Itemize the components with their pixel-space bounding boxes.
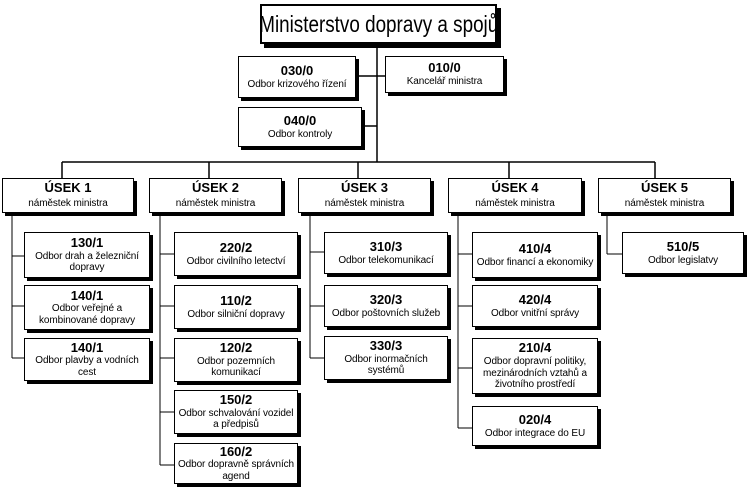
section-sub: náměstek ministra bbox=[324, 198, 405, 210]
unit-box-110-2: 110/2 Odbor silniční dopravy bbox=[174, 285, 298, 329]
unit-box-040-0: 040/0 Odbor kontroly bbox=[238, 107, 362, 147]
unit-box-220-2: 220/2 Odbor civilního letectví bbox=[174, 232, 298, 276]
unit-code: 140/1 bbox=[70, 287, 104, 303]
unit-code: 220/2 bbox=[219, 239, 253, 255]
unit-code: 110/2 bbox=[220, 292, 252, 308]
unit-name: Odbor drah a železniční dopravy bbox=[35, 250, 139, 274]
unit-name: Odbor telekomunikací bbox=[338, 254, 434, 266]
section-box-3: ÚSEK 3 náměstek ministra bbox=[298, 178, 431, 213]
section-box-4: ÚSEK 4 náměstek ministra bbox=[448, 178, 582, 213]
section-box-2: ÚSEK 2 náměstek ministra bbox=[149, 178, 282, 213]
section-box-5: ÚSEK 5 náměstek ministra bbox=[598, 178, 731, 213]
unit-box-020-4: 020/4 Odbor integrace do EU bbox=[472, 406, 598, 446]
unit-code: 010/0 bbox=[428, 60, 461, 76]
section-box-1: ÚSEK 1 náměstek ministra bbox=[2, 178, 134, 213]
unit-box-030-0: 030/0 Odbor krizového řízení bbox=[238, 56, 356, 98]
unit-name: Odbor financí a ekonomiky bbox=[476, 256, 594, 268]
unit-code: 040/0 bbox=[283, 112, 317, 128]
unit-box-120-2: 120/2 Odbor pozemních komunikací bbox=[174, 338, 298, 382]
unit-box-410-4: 410/4 Odbor financí a ekonomiky bbox=[472, 232, 598, 278]
section-sub: náměstek ministra bbox=[28, 198, 108, 210]
unit-name: Odbor plavby a vodních cest bbox=[35, 355, 139, 378]
unit-code: 030/0 bbox=[280, 62, 314, 78]
unit-name: Odbor krizového řízení bbox=[247, 78, 347, 90]
unit-code: 150/2 bbox=[219, 392, 253, 408]
unit-box-320-3: 320/3 Odbor poštovních služeb bbox=[324, 285, 448, 327]
unit-name: Odbor integrace do EU bbox=[484, 427, 586, 439]
unit-box-310-3: 310/3 Odbor telekomunikací bbox=[324, 232, 448, 274]
unit-code: 310/3 bbox=[369, 238, 403, 254]
unit-code: 120/2 bbox=[219, 340, 253, 356]
unit-box-420-4: 420/4 Odbor vnitřní správy bbox=[472, 285, 598, 327]
unit-box-010-0: 010/0 Kancelář ministra bbox=[385, 56, 504, 93]
unit-code: 130/1 bbox=[70, 235, 104, 251]
unit-name: Odbor pozemních komunikací bbox=[197, 355, 275, 379]
unit-code: 410/4 bbox=[518, 240, 552, 256]
unit-name: Odbor kontroly bbox=[267, 128, 333, 140]
unit-name: Odbor legislatvy bbox=[647, 254, 719, 266]
unit-name: Odbor poštovních služeb bbox=[331, 307, 441, 319]
unit-name: Odbor inormačních systémů bbox=[344, 353, 428, 377]
unit-box-160-2: 160/2 Odbor dopravně správních agend bbox=[174, 443, 298, 484]
section-sub: náměstek ministra bbox=[175, 198, 256, 210]
section-sub: náměstek ministra bbox=[624, 198, 705, 210]
unit-box-510-5: 510/5 Odbor legislatvy bbox=[622, 232, 744, 274]
section-label: ÚSEK 2 bbox=[192, 180, 239, 196]
unit-code: 420/4 bbox=[518, 291, 552, 307]
section-label: ÚSEK 3 bbox=[341, 180, 388, 196]
unit-code: 160/2 bbox=[219, 443, 253, 459]
unit-name: Odbor schvalování vozidel a předpisů bbox=[178, 407, 294, 431]
section-sub: náměstek ministra bbox=[475, 198, 555, 210]
unit-code: 510/5 bbox=[666, 238, 700, 254]
unit-code: 210/4 bbox=[518, 340, 552, 356]
unit-name: Odbor silniční dopravy bbox=[187, 308, 285, 320]
unit-name: Odbor civilního letectví bbox=[186, 255, 286, 267]
unit-name: Odbor vnitřní správy bbox=[490, 307, 580, 319]
unit-box-210-4: 210/4 Odbor dopravní politiky, mezinárod… bbox=[472, 338, 598, 394]
unit-box-140-1-b: 140/1 Odbor plavby a vodních cest bbox=[24, 338, 150, 381]
section-label: ÚSEK 5 bbox=[641, 180, 688, 196]
unit-name: Odbor dopravně správních agend bbox=[177, 459, 294, 482]
unit-name: Odbor dopravní politiky, mezinárodních v… bbox=[483, 356, 587, 391]
section-label: ÚSEK 4 bbox=[491, 180, 539, 196]
unit-code: 020/4 bbox=[518, 411, 552, 427]
unit-code: 330/3 bbox=[369, 338, 403, 354]
unit-name: Kancelář ministra bbox=[406, 76, 483, 88]
ministry-title: Ministerstvo dopravy a spojů bbox=[258, 10, 499, 37]
unit-code: 140/1 bbox=[70, 339, 104, 355]
ministry-title-box: Ministerstvo dopravy a spojů bbox=[258, 4, 499, 44]
unit-code: 320/3 bbox=[369, 291, 403, 307]
unit-box-130-1: 130/1 Odbor drah a železniční dopravy bbox=[24, 232, 150, 278]
unit-box-140-1-a: 140/1 Odbor veřejné a kombinované doprav… bbox=[24, 285, 150, 330]
section-label: ÚSEK 1 bbox=[44, 180, 92, 196]
unit-box-150-2: 150/2 Odbor schvalování vozidel a předpi… bbox=[174, 390, 298, 434]
unit-name: Odbor veřejné a kombinované dopravy bbox=[39, 303, 135, 326]
unit-box-330-3: 330/3 Odbor inormačních systémů bbox=[324, 336, 448, 380]
